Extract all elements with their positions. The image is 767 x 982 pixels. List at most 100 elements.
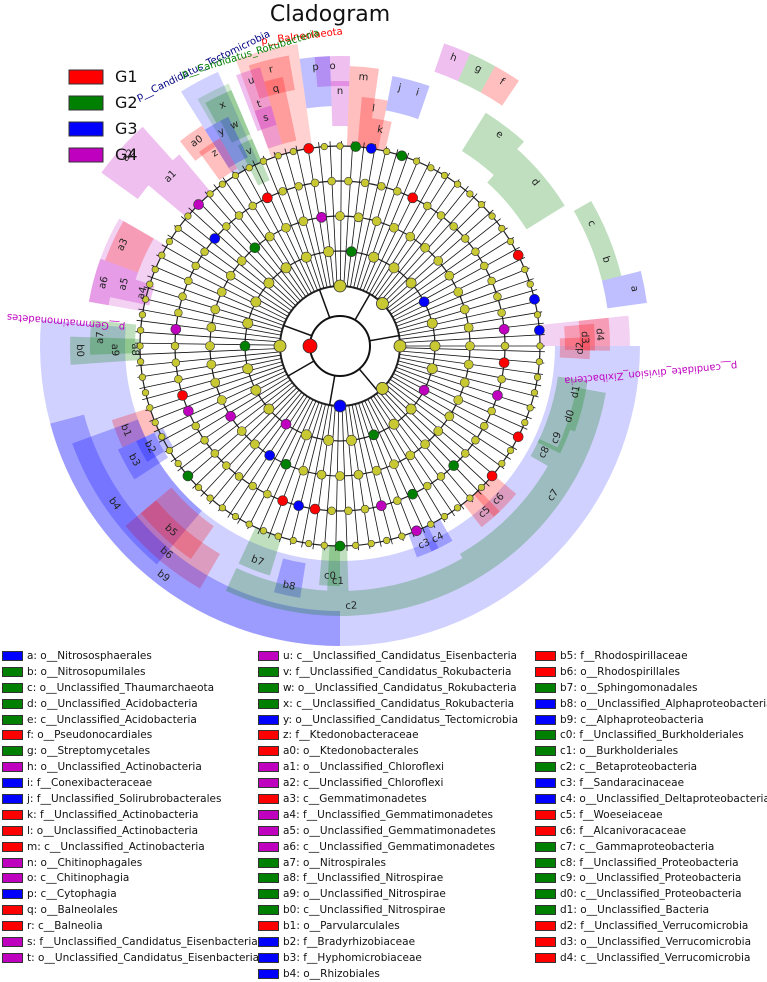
biomarker-legend-item-n: n: o__Chitinophagales [2,855,252,871]
biomarker-legend-item-b8: b8: o__Unclassified_Alphaproteobacteria [535,696,767,712]
biomarker-swatch-c5 [535,809,556,820]
clade-segment-k [367,118,392,152]
tree-node [309,503,321,515]
tree-node [383,536,391,545]
tree-node [289,147,297,156]
clade-label-d1: d1 [569,385,582,400]
clade-segment-f [480,66,519,106]
tree-node [191,421,200,431]
tree-node [298,465,309,476]
tree-node [242,363,254,375]
biomarker-swatch-a2 [258,778,279,789]
biomarker-swatch-c4 [535,793,556,804]
tree-node [333,399,347,413]
tree-node [463,322,474,333]
biomarker-text-q: q: o__Balneolales [27,904,118,917]
biomarker-swatch-c3 [535,778,556,789]
clade-segment-h [434,43,471,82]
biomarker-swatch-b4 [258,968,279,979]
branch [242,165,312,294]
branch [200,389,300,497]
tree-node [471,436,480,445]
clade-label-c8: c8 [537,445,552,461]
biomarker-swatch-d1 [535,905,556,916]
tree-node [498,459,506,468]
tree-node [248,481,257,491]
tree-node [151,265,159,274]
tree-node [250,384,262,396]
phylum-highlight-p--candidatus-rokubacteria [197,83,262,173]
tree-node [289,536,297,545]
tree-node [463,359,474,370]
biomarker-text-b6: b6: o__Rhodospirillales [560,665,681,678]
tree-node [280,262,292,274]
biomarker-legend-item-v: v: f__Unclassified_Candidatus_Rokubacter… [258,664,528,680]
clade-segment-c2 [225,558,475,616]
biomarker-legend-item-d4: d4: c__Unclassified_Verrucomicrobia [535,950,767,966]
tree-node [371,465,382,476]
biomarker-text-c2: c2: c__Betaproteobacteria [560,761,698,774]
branch [161,244,289,317]
clade-segment-c7 [460,387,606,580]
biomarker-text-z: z: f__Ktedonobacteraceae [283,729,419,742]
tree-node [411,525,422,537]
biomarker-text-s: s: f__Unclassified_Candidatus_Eisenbacte… [27,935,258,948]
tree-node [316,469,327,480]
tree-node [218,180,227,188]
tree-node [534,325,545,336]
tree-node [327,177,336,186]
branch [135,351,281,367]
biomarker-swatch-b3 [258,952,279,963]
branch [395,366,532,420]
clade-segment-d4 [578,317,610,351]
branch [318,142,335,287]
biomarker-legend-item-c1: c1: o__Burkholderiales [535,743,767,759]
biomarker-legend-item-a7: a7: o__Nitrospirales [258,855,528,871]
biomarker-text-a: a: o__Nitrososphaerales [27,649,152,662]
tree-node [294,182,303,191]
clade-label-p: p [312,62,319,74]
tree-node [535,358,543,366]
biomarker-text-d1: d1: o__Unclassified_Bacteria [560,904,710,917]
tree-node [327,506,336,515]
tree-node [521,418,529,427]
tree-node [350,141,361,152]
tree-node [193,199,204,210]
tree-node [393,339,407,353]
biomarker-legend-item-g: g: o__Streptomycetales [2,743,252,759]
tree-node [305,539,313,548]
clade-segment-c8 [530,438,558,466]
tree-node [423,481,432,491]
biomarker-legend-item-h: h: o__Unclassified_Actinobacteria [2,759,252,775]
tree-node [293,500,304,512]
biomarker-legend-item-p: p: c__Cytophagia [2,886,252,902]
tree-node [206,322,217,333]
branch [147,275,284,326]
clade-label-d: d [529,176,542,188]
tree-node [225,270,236,281]
biomarker-text-w: w: o__Unclassified_Candidatus_Rokubacter… [283,681,517,694]
biomarker-legend-item-a2: a2: c__Unclassified_Chloroflexi [258,775,528,791]
biomarker-legend-item-d1: d1: o__Unclassified_Bacteria [535,902,767,918]
biomarker-swatch-a9 [258,889,279,900]
group-label-g3: G3 [115,119,138,138]
tree-node [352,541,360,549]
tree-node [360,504,370,514]
biomarker-legend-item-m: m: c__Unclassified_Actinobacteria [2,839,252,855]
tree-node [423,201,432,211]
biomarker-text-b2: b2: f__Bradyrhizobiaceae [283,935,416,948]
clade-label-c1: c1 [332,576,344,587]
tree-node [429,340,441,352]
biomarker-legend-item-b7: b7: o__Sphingomonadales [535,680,767,696]
tree-node [353,469,364,480]
tree-node [236,256,247,266]
tree-node [393,187,402,196]
biomarker-text-a8: a8: f__Unclassified_Nitrospirae [283,872,444,885]
branch [196,199,299,304]
branch [283,324,313,337]
tree-node [174,224,182,233]
tree-node [498,224,506,233]
biomarker-legend-item-a8: a8: f__Unclassified_Nitrospirae [258,870,528,886]
